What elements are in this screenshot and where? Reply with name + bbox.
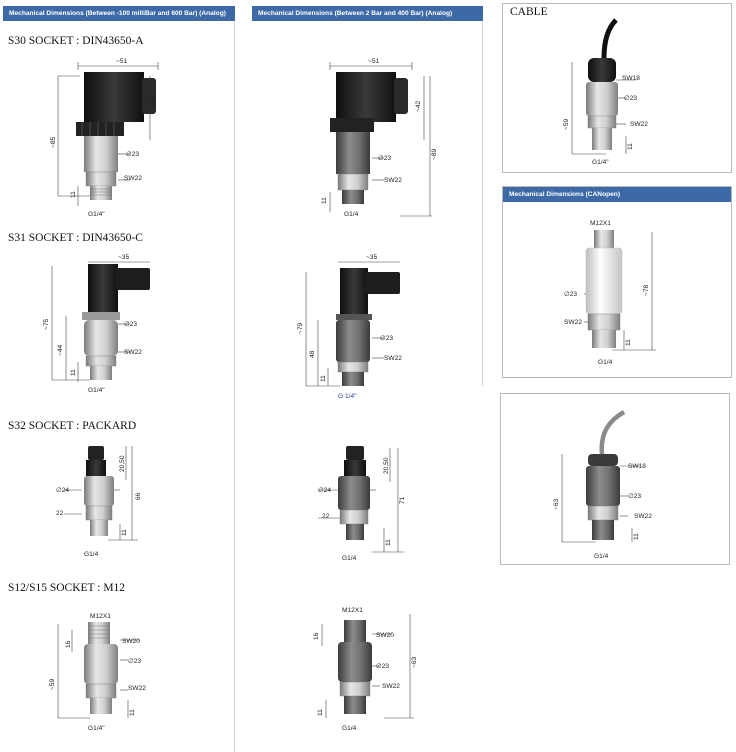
- dim-s32l-22: 22: [56, 510, 64, 517]
- dim-s30m-89: ~89: [431, 148, 438, 160]
- s32-socket-title: S32 SOCKET : PACKARD: [8, 420, 137, 432]
- s12-socket-title: S12/S15 SOCKET : M12: [8, 582, 126, 594]
- dim-s30m-sw22: SW22: [384, 177, 402, 184]
- dim-s12m-63: ~63: [411, 656, 418, 668]
- dim-s30m-51: ~51: [368, 58, 380, 65]
- left-column-header: Mechanical Dimensions (Between -100 mill…: [3, 6, 235, 21]
- dim-s30l-dia23: ∅23: [126, 151, 139, 158]
- dim-cable-59: ~59: [563, 118, 570, 130]
- dim-s31l-g14: G1/4": [88, 387, 105, 394]
- s31-sensor-left: [82, 264, 150, 380]
- dim-cable-dia23: ∅23: [624, 95, 637, 102]
- dim-s12l-59: ~59: [49, 678, 56, 690]
- dim-s30l-11: 11: [70, 191, 77, 198]
- dim-cable-g14: G1/4": [592, 159, 609, 166]
- dim-s31m-35: ~35: [366, 254, 378, 261]
- dim-s12m-11: 11: [317, 709, 324, 716]
- left-column-border: [234, 21, 235, 752]
- dim-s32m-71: 71: [399, 496, 406, 504]
- dim-cable-11: 11: [627, 143, 634, 150]
- dim-s31l-11: 11: [70, 369, 77, 376]
- dim-s30l-g14: G1/4": [88, 211, 105, 218]
- middle-column-header: Mechanical Dimensions (Between 2 Bar and…: [252, 6, 483, 21]
- dim-s12l-sw22: SW22: [128, 685, 146, 692]
- dim-s12m-dia23: ∅23: [376, 663, 389, 670]
- s30-socket-title: S30 SOCKET : DIN43650-A: [8, 35, 144, 47]
- dim-s12m-sw22: SW22: [382, 683, 400, 690]
- s12-sensor-middle: [338, 620, 372, 714]
- dim-s30m-g14: G1/4: [344, 211, 359, 218]
- s31-socket-title: S31 SOCKET : DIN43650-C: [8, 232, 143, 244]
- dim-s30m-11: 11: [321, 197, 328, 204]
- dim-s31m-sw22: SW22: [384, 355, 402, 362]
- canopen-header: Mechanical Dimensions (CANopen): [503, 187, 731, 202]
- dim-s12m-g14: G1/4: [342, 725, 357, 732]
- dim-s32m-11: 11: [385, 539, 392, 546]
- dim-s12m-m12: M12X1: [342, 607, 363, 614]
- dim-cabledark-11: 11: [633, 533, 640, 540]
- dim-cabledark-sw18: SW18: [628, 463, 646, 470]
- dim-s12l-dia23: ∅23: [128, 658, 141, 665]
- dim-cabledark-sw22: SW22: [634, 513, 652, 520]
- dim-s31m-48: 48: [309, 350, 316, 358]
- dim-cabledark-63: ~63: [553, 498, 560, 510]
- cable-sensor-dark: [586, 410, 626, 540]
- dim-s32l-2050: 20,50: [119, 455, 126, 472]
- dim-s30l-51: ~51: [116, 58, 128, 65]
- dim-s31m-g14: G 1/4": [338, 393, 357, 400]
- dim-s31m-dia23: ∅23: [380, 335, 393, 342]
- dim-s32m-22: 22: [322, 513, 330, 520]
- dim-s12l-g14: G1/4": [88, 725, 105, 732]
- dim-canopen-78: ~78: [643, 284, 650, 296]
- dim-canopen-sw22: SW22: [564, 319, 582, 326]
- dim-s12l-m12: M12X1: [90, 613, 111, 620]
- dim-s12m-sw20: SW20: [376, 632, 394, 639]
- dim-s30l-42: ~42: [151, 98, 158, 110]
- middle-column-border: [482, 21, 483, 386]
- canopen-sensor: [585, 230, 623, 348]
- dim-cabledark-g14: G1/4: [594, 553, 609, 560]
- dim-s32l-66: 66: [135, 492, 142, 500]
- dim-s31m-79: ~79: [297, 322, 304, 334]
- s32-sensor-middle: [338, 446, 370, 540]
- s31-sensor-middle: [336, 268, 400, 386]
- dim-cabledark-dia23: ∅23: [628, 493, 641, 500]
- dim-canopen-dia23: ∅23: [564, 291, 577, 298]
- cable-title: CABLE: [510, 6, 548, 18]
- s30-sensor-left: [76, 72, 156, 200]
- dim-s31m-11: 11: [320, 375, 327, 382]
- dim-s12l-16: 16: [65, 640, 72, 648]
- s30-sensor-middle: [330, 72, 408, 204]
- dim-canopen-g14: G1/4: [598, 359, 613, 366]
- dim-s32l-11: 11: [121, 529, 128, 536]
- dim-s30m-dia23: ∅23: [378, 155, 391, 162]
- dim-s31l-35: ~35: [118, 254, 130, 261]
- cable-sensor-steel: [586, 18, 618, 150]
- dim-s31l-sw22: SW22: [124, 349, 142, 356]
- dim-s12l-sw20: SW20: [122, 638, 140, 645]
- dim-s32m-dia24: ∅24: [318, 487, 331, 494]
- s32-sensor-left: [84, 446, 114, 536]
- dim-canopen-m12: M12X1: [590, 220, 611, 227]
- dim-s30l-sw22: SW22: [124, 175, 142, 182]
- dim-s31l-44: ~44: [57, 344, 64, 356]
- dim-s32l-g14: G1/4: [84, 551, 99, 558]
- s12-sensor-left: [84, 622, 118, 714]
- dim-canopen-11: 11: [625, 339, 632, 346]
- dim-s31l-75: ~75: [43, 318, 50, 330]
- dim-s32m-g14: G1/4: [342, 555, 357, 562]
- dim-s32l-dia24: ∅24: [56, 487, 69, 494]
- dim-s30m-42: ~42: [415, 100, 422, 112]
- dim-s32m-2050: 20,50: [383, 457, 390, 474]
- dim-cable-sw18: SW18: [622, 75, 640, 82]
- dim-s30l-85: ~85: [50, 136, 57, 148]
- dim-cable-sw22: SW22: [630, 121, 648, 128]
- dim-s12m-16: 16: [313, 632, 320, 640]
- dim-s12l-11: 11: [129, 709, 136, 716]
- dim-s31l-dia23: ∅23: [124, 321, 137, 328]
